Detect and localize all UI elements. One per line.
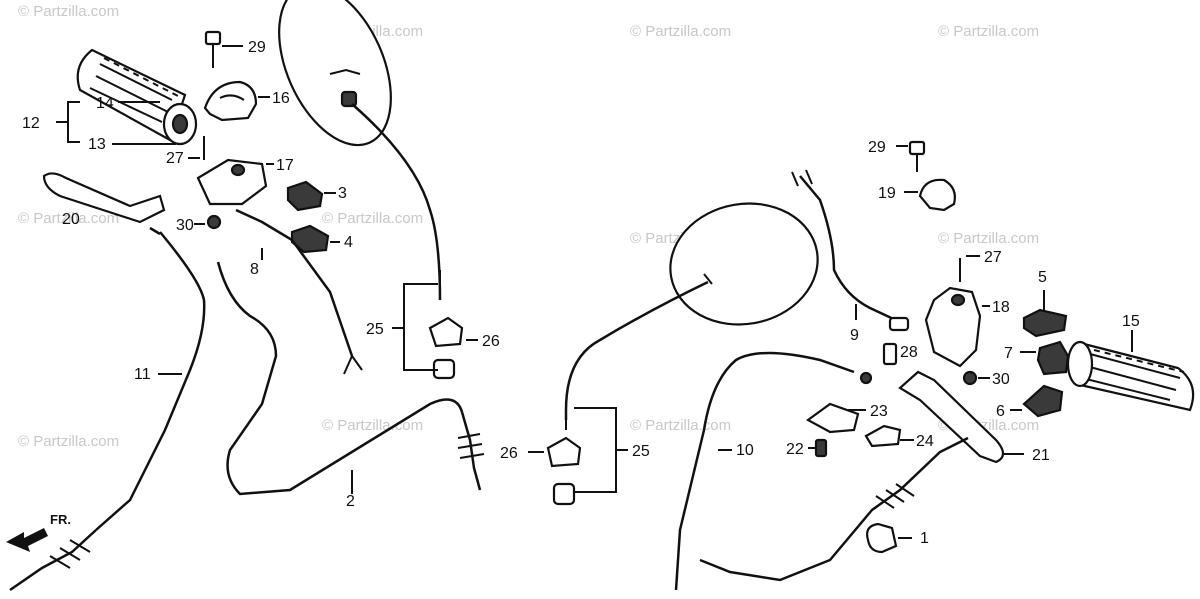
bolt-28: [882, 342, 898, 366]
nut-26-left: [428, 316, 478, 380]
callout-14: 14: [96, 95, 114, 112]
callout-26-left: 26: [482, 333, 500, 350]
callout-8: 8: [250, 261, 259, 278]
callout-5: 5: [1038, 269, 1047, 286]
callout-20: 20: [62, 211, 80, 228]
callout-6: 6: [996, 403, 1005, 420]
callout-26-right: 26: [500, 445, 518, 462]
callout-28: 28: [900, 344, 918, 361]
callout-12: 12: [22, 115, 40, 132]
front-brake-cable-10: [674, 351, 969, 591]
wire-harness-9: [791, 169, 910, 332]
watermark: © Partzilla.com: [938, 230, 1039, 247]
bolt-29-right: [896, 140, 926, 172]
callout-3: 3: [338, 185, 347, 202]
callout-1: 1: [920, 530, 929, 547]
watermark: © Partzilla.com: [18, 3, 119, 20]
callout-21: 21: [1032, 447, 1050, 464]
callout-11: 11: [134, 366, 151, 383]
bracket-25-left: [392, 283, 438, 371]
watermark: © Partzilla.com: [18, 433, 119, 450]
watermark: © Partzilla.com: [630, 417, 731, 434]
screw-22: [808, 438, 828, 458]
clutch-lever-20: [42, 172, 166, 224]
callout-13: 13: [88, 136, 106, 153]
lever-bracket-18: [924, 286, 990, 368]
callout-22: 22: [786, 441, 804, 458]
bolt-29-left: [204, 30, 243, 68]
callout-23: 23: [870, 403, 888, 420]
callout-29-right: 29: [868, 139, 886, 156]
throttle-housing-17: [196, 158, 274, 206]
watermark: © Partzilla.com: [18, 210, 119, 227]
screw-27-right: [959, 255, 980, 282]
callout-18: 18: [992, 299, 1010, 316]
callout-16: 16: [272, 90, 290, 107]
throttle-cover-16: [203, 80, 270, 122]
callout-7: 7: [1004, 345, 1013, 362]
callout-27-right: 27: [984, 249, 1002, 266]
callout-numbers: 1 2 3 4 5 6 7 8 9 10 11 12 13 14 15 16 1…: [22, 39, 1140, 547]
left-grip: [76, 48, 198, 146]
callout-4: 4: [344, 234, 353, 251]
right-mirror: [564, 202, 819, 430]
left-mirror: [278, 0, 442, 301]
watermark: © Partzilla.com: [938, 23, 1039, 40]
watermark: © Partzilla.com: [322, 417, 423, 434]
brake-lever-21: [898, 370, 1024, 464]
nut-30-left: [194, 214, 222, 230]
callout-30-right: 30: [992, 371, 1010, 388]
switch-4: [290, 224, 340, 254]
callout-2: 2: [346, 493, 355, 510]
switch-5: [1022, 290, 1068, 338]
clamp-1: [866, 522, 912, 554]
bracket-12: [56, 101, 176, 145]
switch-6: [1010, 384, 1064, 418]
nut-26-right: [528, 436, 582, 506]
watermark: © Partzilla.com: [630, 23, 731, 40]
callout-17: 17: [276, 157, 294, 174]
holder-19: [904, 178, 956, 212]
callout-9: 9: [850, 327, 859, 344]
boot-24: [864, 424, 914, 448]
switch-3: [286, 180, 336, 212]
watermarks: © Partzilla.com © Partzilla.com © Partzi…: [18, 3, 1039, 450]
callout-25-right: 25: [632, 443, 650, 460]
screw-27-left: [188, 136, 205, 160]
watermark: © Partzilla.com: [322, 210, 423, 227]
callout-19: 19: [878, 185, 896, 202]
callout-15: 15: [1122, 313, 1140, 330]
direction-label: FR.: [50, 512, 71, 527]
callout-10: 10: [736, 442, 754, 459]
callout-30-left: 30: [176, 217, 194, 234]
clutch-cable-11: [9, 226, 206, 592]
switch-7: [1020, 340, 1070, 376]
wire-harness-8: [235, 208, 363, 375]
callout-24: 24: [916, 433, 934, 450]
front-arrow-icon: FR.: [6, 512, 71, 552]
throttle-cable-2: [216, 261, 485, 496]
right-grip-15: [1066, 330, 1195, 412]
nut-30-right: [962, 370, 990, 386]
callout-29-left: 29: [248, 39, 266, 56]
bracket-25-right: [574, 407, 628, 493]
callout-25-left: 25: [366, 321, 384, 338]
callout-27-left: 27: [166, 150, 184, 167]
brake-switch-23: [805, 402, 866, 434]
